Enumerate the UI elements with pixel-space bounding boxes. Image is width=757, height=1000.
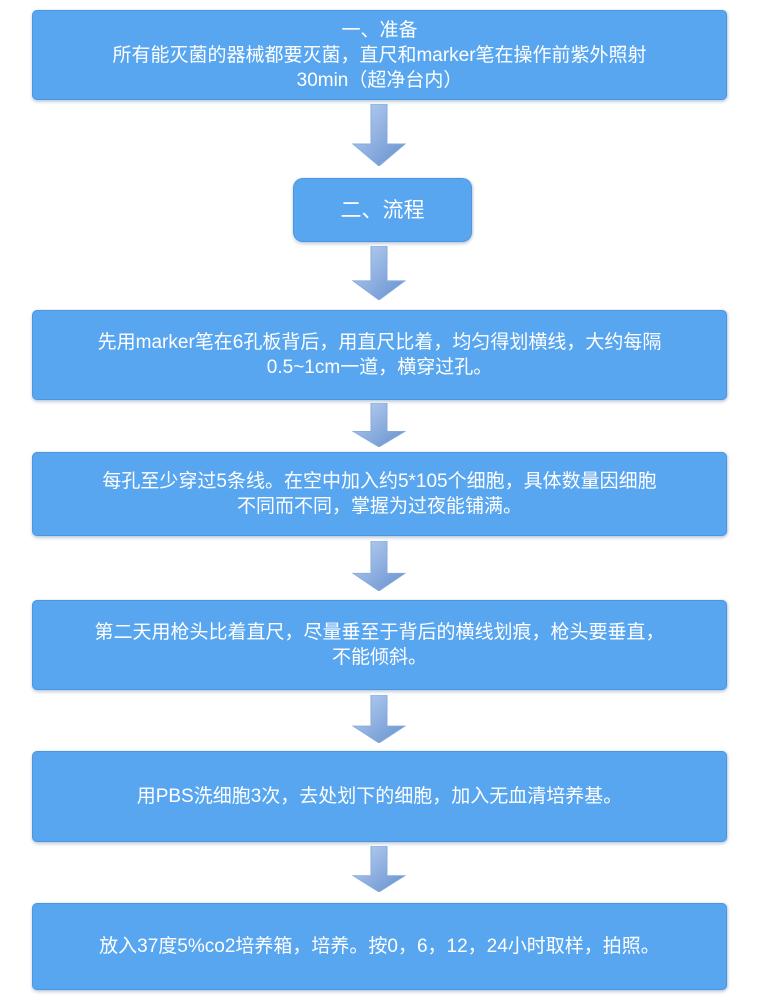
down-arrow-icon [352, 104, 406, 166]
node-text-line: 放入37度5%co2培养箱，培养。按0，6，12，24小时取样，拍照。 [99, 936, 660, 957]
flow-node-wash: 用PBS洗细胞3次，去处划下的细胞，加入无血清培养基。 [32, 751, 727, 842]
flow-node-prepare-header: 一、准备 所有能灭菌的器械都要灭菌，直尺和marker笔在操作前紫外照射 30m… [32, 10, 727, 100]
down-arrow-icon [352, 846, 406, 892]
node-text-line: 每孔至少穿过5条线。在空中加入约5*105个细胞，具体数量因细胞 [102, 471, 657, 492]
flow-node-seed-cells: 每孔至少穿过5条线。在空中加入约5*105个细胞，具体数量因细胞 不同而不同，掌… [32, 452, 727, 536]
flow-node-draw-lines: 先用marker笔在6孔板背后，用直尺比着，均匀得划横线，大约每隔 0.5~1c… [32, 310, 727, 400]
down-arrow-icon [352, 541, 406, 591]
node-text-line: 二、流程 [340, 198, 425, 222]
node-text-line: 不能倾斜。 [331, 647, 427, 668]
node-text-line: 用PBS洗细胞3次，去处划下的细胞，加入无血清培养基。 [136, 786, 623, 807]
node-text-line: 30min（超净台内） [296, 69, 463, 91]
down-arrow-icon [352, 246, 406, 300]
node-text-line: 先用marker笔在6孔板背后，用直尺比着，均匀得划横线，大约每隔 [97, 332, 662, 353]
node-text-line: 不同而不同，掌握为过夜能铺满。 [236, 496, 522, 517]
node-text-line: 一、准备 [341, 19, 418, 41]
node-text-line: 0.5~1cm一道，横穿过孔。 [266, 357, 493, 378]
node-text-line: 所有能灭菌的器械都要灭菌，直尺和marker笔在操作前紫外照射 [112, 44, 647, 66]
down-arrow-icon [352, 695, 406, 743]
node-text-line: 第二天用枪头比着直尺，尽量垂至于背后的横线划痕，枪头要垂直， [94, 622, 665, 643]
down-arrow-icon [352, 403, 406, 447]
flow-node-incubate: 放入37度5%co2培养箱，培养。按0，6，12，24小时取样，拍照。 [32, 903, 727, 990]
flow-node-process-header: 二、流程 [293, 178, 472, 242]
flow-node-scratch: 第二天用枪头比着直尺，尽量垂至于背后的横线划痕，枪头要垂直， 不能倾斜。 [32, 600, 727, 690]
